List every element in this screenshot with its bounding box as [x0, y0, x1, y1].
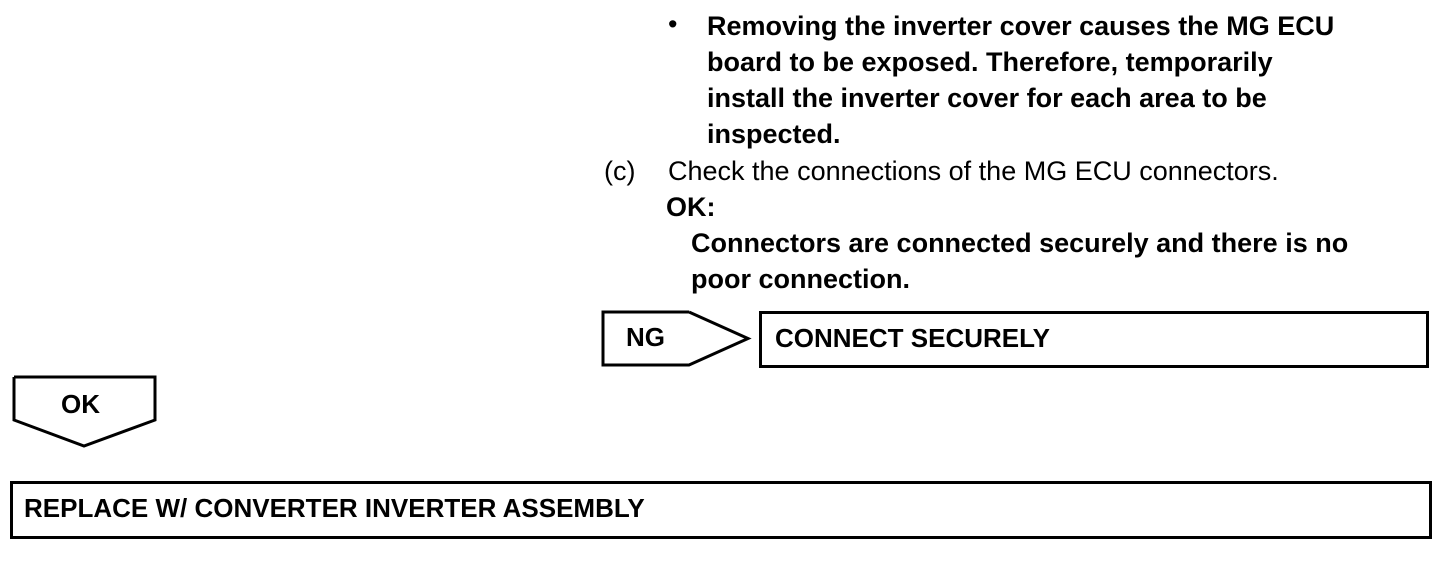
- ok-criteria-line: poor connection.: [691, 264, 910, 294]
- note-line: inspected.: [707, 119, 841, 149]
- ok-criteria-line: Connectors are connected securely and th…: [691, 228, 1349, 258]
- ng-branch-label: NG: [626, 322, 665, 352]
- note-line: install the inverter cover for each area…: [707, 83, 1267, 113]
- ok-criteria-text: Connectors are connected securely and th…: [691, 225, 1348, 297]
- ng-action-box: [759, 311, 1429, 368]
- ok-branch-label: OK: [61, 389, 100, 419]
- step-instruction: Check the connections of the MG ECU conn…: [668, 156, 1279, 186]
- note-line: Removing the inverter cover causes the M…: [707, 11, 1335, 41]
- ng-action-label: CONNECT SECURELY: [775, 323, 1050, 353]
- step-label: (c): [604, 156, 636, 186]
- ok-arrow-icon: [12, 375, 157, 448]
- replace-action-box: [10, 481, 1432, 539]
- replace-action-label: REPLACE W/ CONVERTER INVERTER ASSEMBLY: [24, 493, 645, 523]
- note-line: board to be exposed. Therefore, temporar…: [707, 47, 1273, 77]
- ok-criteria-label: OK:: [666, 192, 716, 222]
- inverter-cover-note: Removing the inverter cover causes the M…: [707, 8, 1447, 152]
- note-bullet: •: [668, 9, 678, 39]
- ng-arrow-icon: [601, 310, 752, 367]
